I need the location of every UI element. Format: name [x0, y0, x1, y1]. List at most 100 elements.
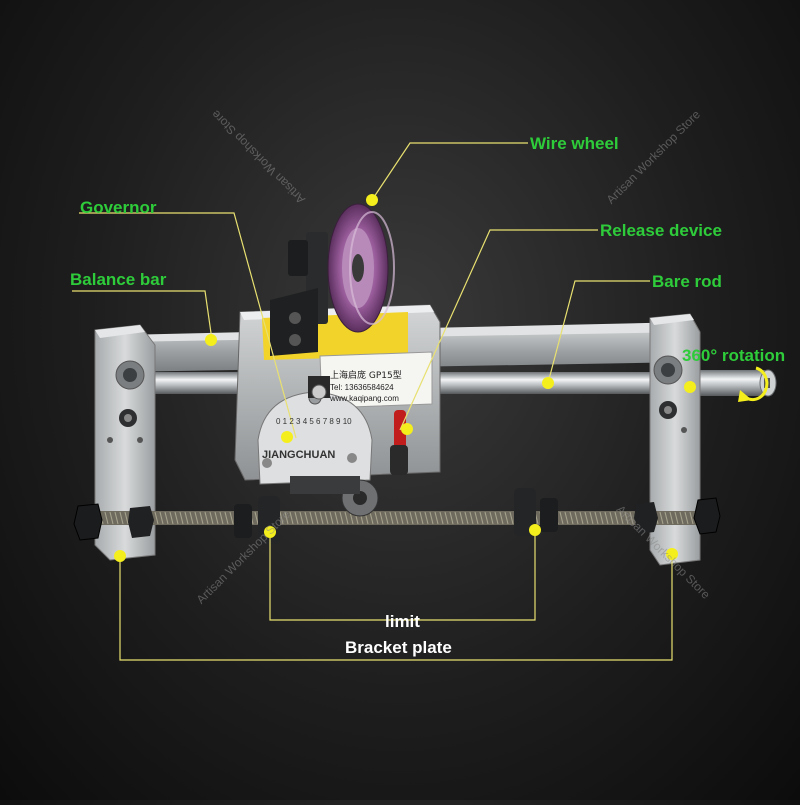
thread-ridge: [594, 511, 599, 525]
thread-ridge: [314, 511, 319, 525]
thread-ridge: [344, 511, 349, 525]
thread-ridge: [104, 511, 109, 525]
thread-ridge: [454, 511, 459, 525]
thread-ridge: [584, 511, 589, 525]
thread-ridge: [589, 511, 594, 525]
thread-ridge: [229, 511, 234, 525]
thread-ridge: [339, 511, 344, 525]
thread-ridge: [334, 511, 339, 525]
thread-ridge: [369, 511, 374, 525]
thread-ridge: [474, 511, 479, 525]
thread-ridge: [629, 511, 634, 525]
thread-ridge: [299, 511, 304, 525]
thread-ridge: [184, 511, 189, 525]
thread-ridge: [444, 511, 449, 525]
thread-ridge: [374, 511, 379, 525]
thread-ridge: [389, 511, 394, 525]
dot-bracket-left: [114, 550, 126, 562]
dot-bracket-right: [666, 548, 678, 560]
thread-ridge: [559, 511, 564, 525]
thread-ridge: [209, 511, 214, 525]
threaded-limit-rod: [73, 488, 721, 544]
thread-ridge: [569, 511, 574, 525]
model-text: 上海启庞 GP15型: [330, 369, 402, 381]
thread-ridge: [349, 511, 354, 525]
thread-ridge: [604, 511, 609, 525]
thread-ridge: [199, 511, 204, 525]
thread-ridge: [169, 511, 174, 525]
thread-ridge: [224, 511, 229, 525]
thread-ridge: [159, 511, 164, 525]
thread-ridge: [384, 511, 389, 525]
thread-ridge: [614, 511, 619, 525]
thread-ridge: [329, 511, 334, 525]
thread-ridge: [394, 511, 399, 525]
thread-ridge: [434, 511, 439, 525]
thread-ridge: [494, 511, 499, 525]
thread-ridge: [254, 511, 259, 525]
thread-ridge: [219, 511, 224, 525]
thread-ridge: [179, 511, 184, 525]
thread-ridge: [624, 511, 629, 525]
dot-limit-right: [529, 524, 541, 536]
thread-ridge: [284, 511, 289, 525]
thread-ridge: [429, 511, 434, 525]
thread-ridge: [439, 511, 444, 525]
leader-release-device: [399, 229, 598, 431]
leader-limit: [269, 530, 536, 621]
tel-text: Tel: 13636584624: [330, 383, 394, 392]
leader-wire-wheel: [371, 142, 528, 201]
thread-ridge: [659, 511, 664, 525]
thread-ridge: [379, 511, 384, 525]
thread-ridge: [689, 511, 694, 525]
wire-wheel: [270, 203, 395, 356]
thread-ridge: [124, 511, 129, 525]
callout-dots: [114, 194, 696, 562]
dot-bare-rod: [542, 377, 554, 389]
dial-scale-text: 0 1 2 3 4 5 6 7 8 9 10: [276, 417, 352, 426]
thread-ridge: [419, 511, 424, 525]
thread-ridge: [564, 511, 569, 525]
thread-ridge: [324, 511, 329, 525]
thread-ridge: [449, 511, 454, 525]
thread-ridge: [684, 511, 689, 525]
thread-ridge: [674, 511, 679, 525]
left-bracket-plate: [94, 324, 156, 561]
thread-ridge: [579, 511, 584, 525]
label-bare-rod: Bare rod: [652, 272, 722, 291]
thread-ridge: [319, 511, 324, 525]
thread-ridge: [664, 511, 669, 525]
thread-ridge: [164, 511, 169, 525]
thread-ridge: [489, 511, 494, 525]
leader-governor: [79, 212, 297, 439]
label-bracket-plate: Bracket plate: [345, 638, 452, 657]
thread-ridge: [484, 511, 489, 525]
label-rotation: 360° rotation: [682, 346, 786, 365]
thread-ridge: [189, 511, 194, 525]
label-limit: limit: [385, 612, 420, 631]
dot-limit-left: [264, 526, 276, 538]
label-governor: Governor: [80, 198, 157, 217]
thread-ridge: [464, 511, 469, 525]
thread-ridge: [399, 511, 404, 525]
thread-ridge: [609, 511, 614, 525]
thread-ridge: [119, 511, 124, 525]
dot-rotation: [684, 381, 696, 393]
thread-ridge: [504, 511, 509, 525]
thread-ridge: [114, 511, 119, 525]
leader-bare-rod: [547, 280, 650, 384]
leader-balance-bar: [72, 290, 213, 341]
thread-ridge: [479, 511, 484, 525]
dot-wire-wheel: [366, 194, 378, 206]
thread-ridge: [669, 511, 674, 525]
thread-ridge: [279, 511, 284, 525]
thread-ridge: [194, 511, 199, 525]
rotation-arrow-icon: [738, 366, 769, 402]
dot-balance-bar: [205, 334, 217, 346]
leader-lines: [72, 142, 673, 661]
thread-ridge: [309, 511, 314, 525]
label-wire-wheel: Wire wheel: [530, 134, 619, 153]
label-release-device: Release device: [600, 221, 722, 240]
thread-ridge: [574, 511, 579, 525]
